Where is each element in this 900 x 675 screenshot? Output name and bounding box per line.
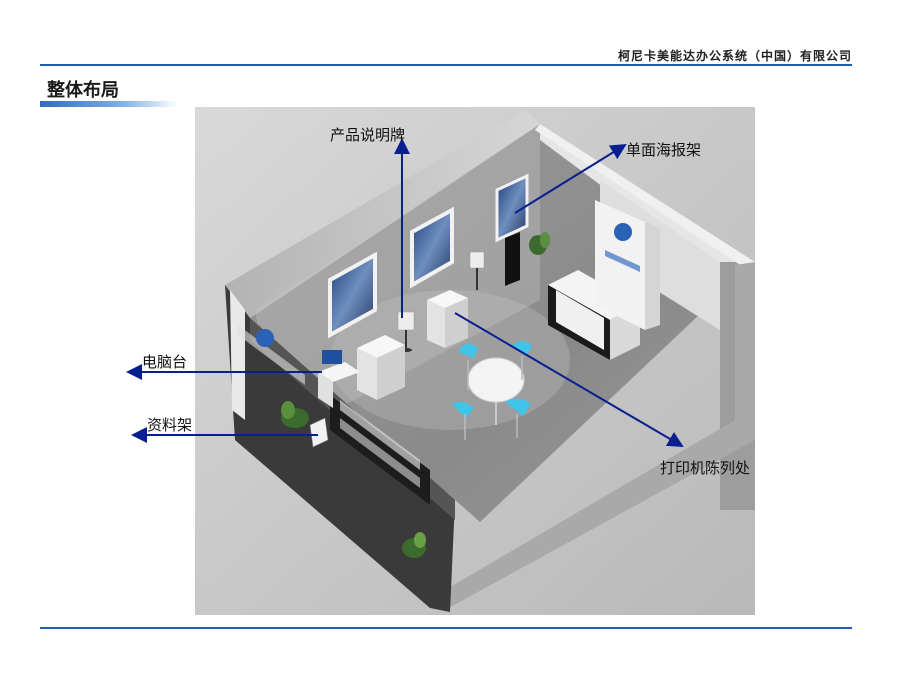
arrow-poster-stand xyxy=(514,143,627,214)
fascia-end-cap xyxy=(230,290,245,420)
fascia-sign-text-2 xyxy=(340,418,420,488)
backdrop-logo-icon xyxy=(614,223,632,241)
plant-left-icon xyxy=(281,401,309,428)
label-computer-desk: 电脑台 xyxy=(142,353,188,371)
company-name: 柯尼卡美能达办公系统（中国）有限公司 xyxy=(617,49,852,63)
back-left-wall xyxy=(225,110,540,318)
display-pedestal-2 xyxy=(427,290,468,348)
brochure-rack xyxy=(309,417,329,448)
chair-1 xyxy=(458,343,478,390)
computer-desk xyxy=(318,350,360,408)
brand-backdrop xyxy=(595,200,660,330)
chair-2 xyxy=(512,341,532,380)
plant-front-icon xyxy=(402,532,426,558)
konica-logo-icon xyxy=(256,329,274,347)
label-brochure-rack: 资料架 xyxy=(147,416,193,434)
title-underline xyxy=(40,101,178,107)
chair-4 xyxy=(505,398,531,438)
fascia-sign-text-1 xyxy=(340,400,420,470)
header-divider xyxy=(40,64,852,66)
label-printer-display: 打印机陈列处 xyxy=(660,459,751,477)
product-sign-stand-2 xyxy=(469,251,485,290)
wall-poster-2 xyxy=(410,206,454,289)
wall-poster-1 xyxy=(328,251,377,339)
page-title: 整体布局 xyxy=(47,80,119,101)
chair-3 xyxy=(452,401,474,440)
wall-top-edge xyxy=(535,124,755,270)
display-pedestal-1 xyxy=(357,335,405,400)
front-right-wall xyxy=(445,262,755,610)
arrow-printer-display xyxy=(454,312,684,448)
plant-back-icon xyxy=(529,232,550,255)
label-poster-stand: 单面海报架 xyxy=(626,141,702,159)
poster-stand-board xyxy=(495,173,529,243)
poster-stand-base xyxy=(505,232,520,286)
footer-divider xyxy=(40,627,852,629)
monitor-icon xyxy=(322,350,342,364)
label-product-sign: 产品说明牌 xyxy=(330,126,406,144)
fascia-logo-strip xyxy=(238,325,305,385)
